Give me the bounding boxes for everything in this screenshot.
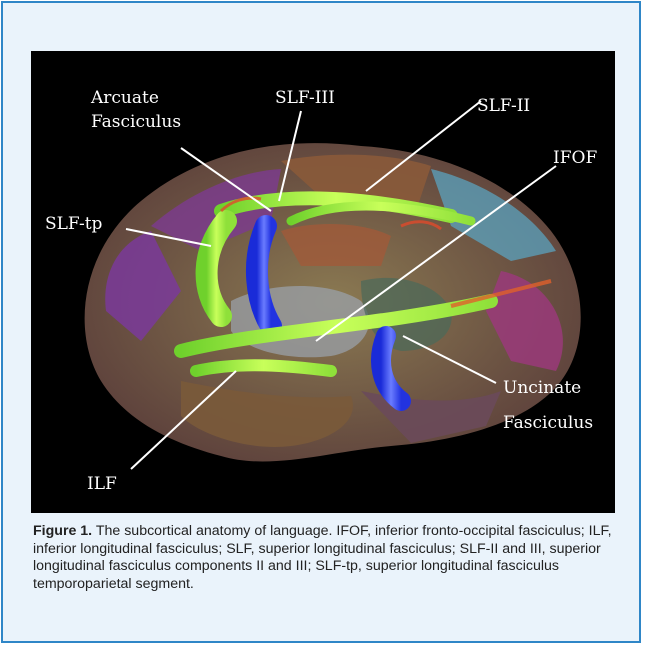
figure-caption: Figure 1. The subcortical anatomy of lan… bbox=[33, 523, 623, 593]
label-ilf: ILF bbox=[87, 474, 117, 494]
label-slf-ii: SLF-II bbox=[477, 96, 530, 116]
caption-label: Figure 1. bbox=[33, 523, 92, 539]
caption-text: The subcortical anatomy of language. IFO… bbox=[33, 523, 612, 592]
label-arcuate-line2: Fasciculus bbox=[91, 112, 181, 132]
label-uncinate-line2: Fasciculus bbox=[503, 413, 593, 433]
brain-illustration: Arcuate Fasciculus SLF-III SLF-II IFOF S… bbox=[31, 51, 615, 513]
label-slf-iii: SLF-III bbox=[275, 88, 335, 108]
label-arcuate-line1: Arcuate bbox=[90, 88, 159, 108]
label-slf-tp: SLF-tp bbox=[45, 214, 103, 234]
label-ifof: IFOF bbox=[553, 148, 597, 168]
label-uncinate-line1: Uncinate bbox=[503, 378, 581, 398]
brain-tractography-image: Arcuate Fasciculus SLF-III SLF-II IFOF S… bbox=[31, 51, 615, 513]
